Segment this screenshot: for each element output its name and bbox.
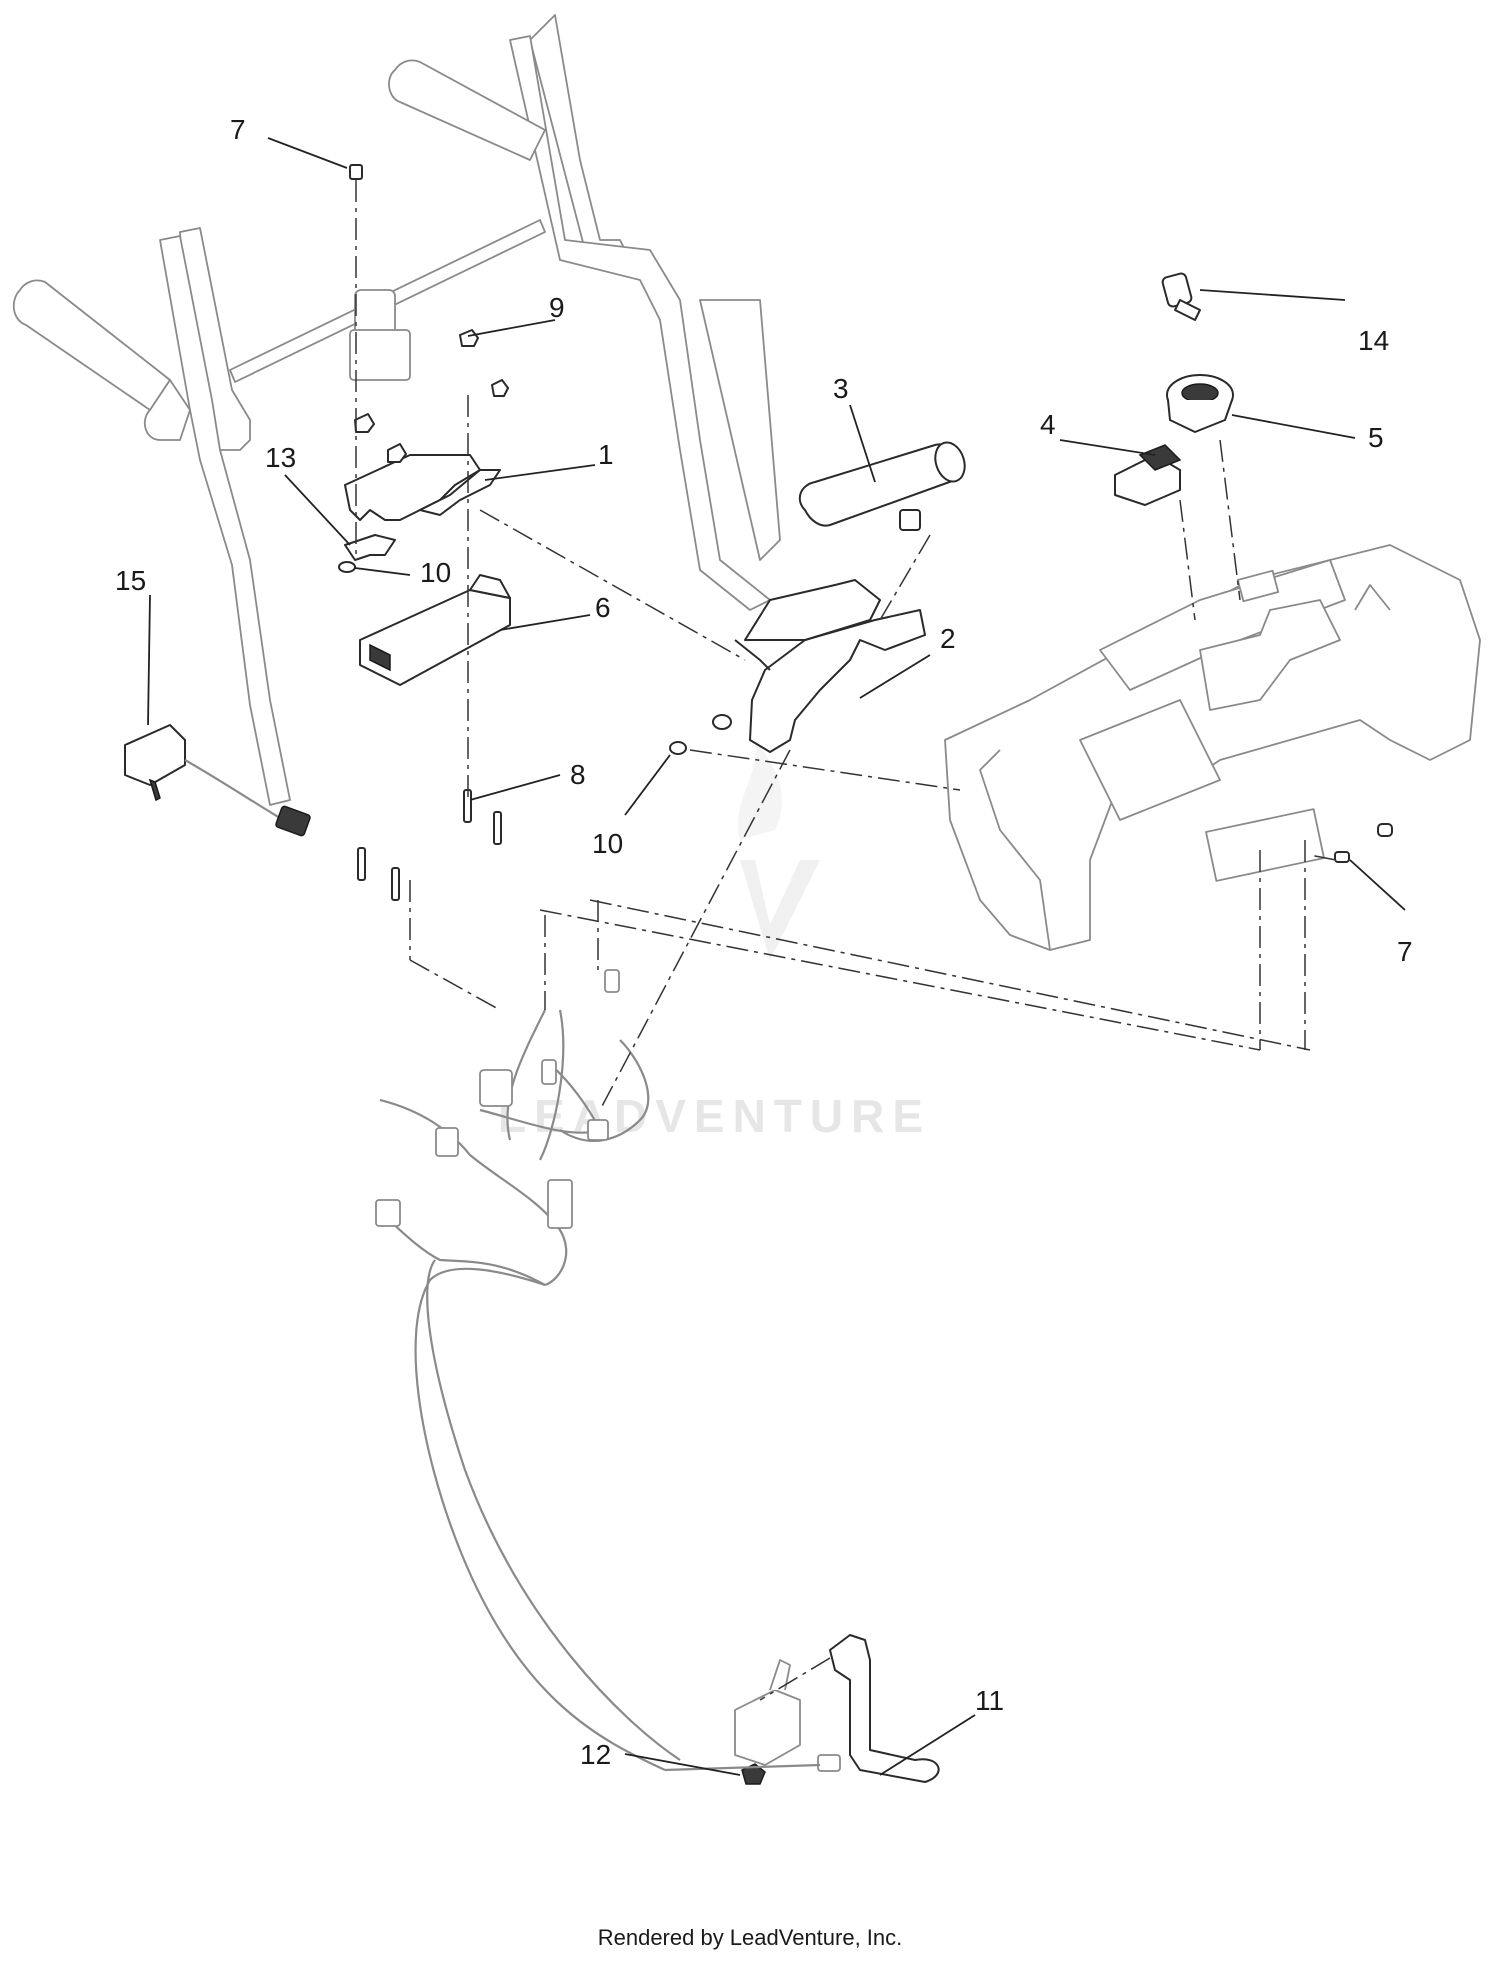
part-13-clamp <box>344 534 396 561</box>
callout-3: 3 <box>833 373 849 404</box>
control-console <box>944 544 1481 951</box>
callout-4: 4 <box>1040 409 1056 440</box>
part-15-charger <box>124 724 311 837</box>
part-3-battery <box>798 441 966 531</box>
callout-13: 13 <box>265 442 296 473</box>
assembly-lines <box>355 180 1337 1701</box>
callout-8: 8 <box>570 759 586 790</box>
part-1-bracket <box>344 454 501 521</box>
leader-lines <box>147 137 1406 1776</box>
callout-9: 9 <box>549 292 565 323</box>
callout-14: 14 <box>1358 325 1389 356</box>
part-4-switch <box>1114 444 1182 506</box>
callout-11: 11 <box>975 1685 1004 1716</box>
callout-12: 12 <box>580 1739 611 1770</box>
callout-2: 2 <box>940 623 956 654</box>
callout-5: 5 <box>1368 422 1384 453</box>
part-14-key <box>1161 272 1201 321</box>
hardware <box>338 164 1393 901</box>
footer-credit: Rendered by LeadVenture, Inc. <box>597 1925 903 1950</box>
callout-1: 1 <box>598 439 614 470</box>
callout-7-top: 7 <box>230 114 246 145</box>
handle-assembly <box>12 14 781 806</box>
callout-10-lower: 10 <box>592 828 623 859</box>
callout-6: 6 <box>595 592 611 623</box>
part-5-key-switch <box>1166 374 1234 433</box>
part-2-plate <box>734 579 926 753</box>
wire-harness <box>375 969 841 1772</box>
callout-15: 15 <box>115 565 146 596</box>
part-11-bracket <box>829 1634 940 1783</box>
watermark-logo <box>737 740 820 960</box>
callout-numbers: 7 9 14 3 4 5 13 1 10 15 6 2 8 10 7 11 12 <box>115 114 1413 1770</box>
watermark-text: LEADVENTURE <box>498 1090 931 1142</box>
callout-7-right: 7 <box>1397 936 1413 967</box>
callout-10-upper: 10 <box>420 557 451 588</box>
part-6-module <box>359 574 511 686</box>
part-12-nut <box>741 1763 766 1785</box>
relay-block <box>734 1659 801 1766</box>
